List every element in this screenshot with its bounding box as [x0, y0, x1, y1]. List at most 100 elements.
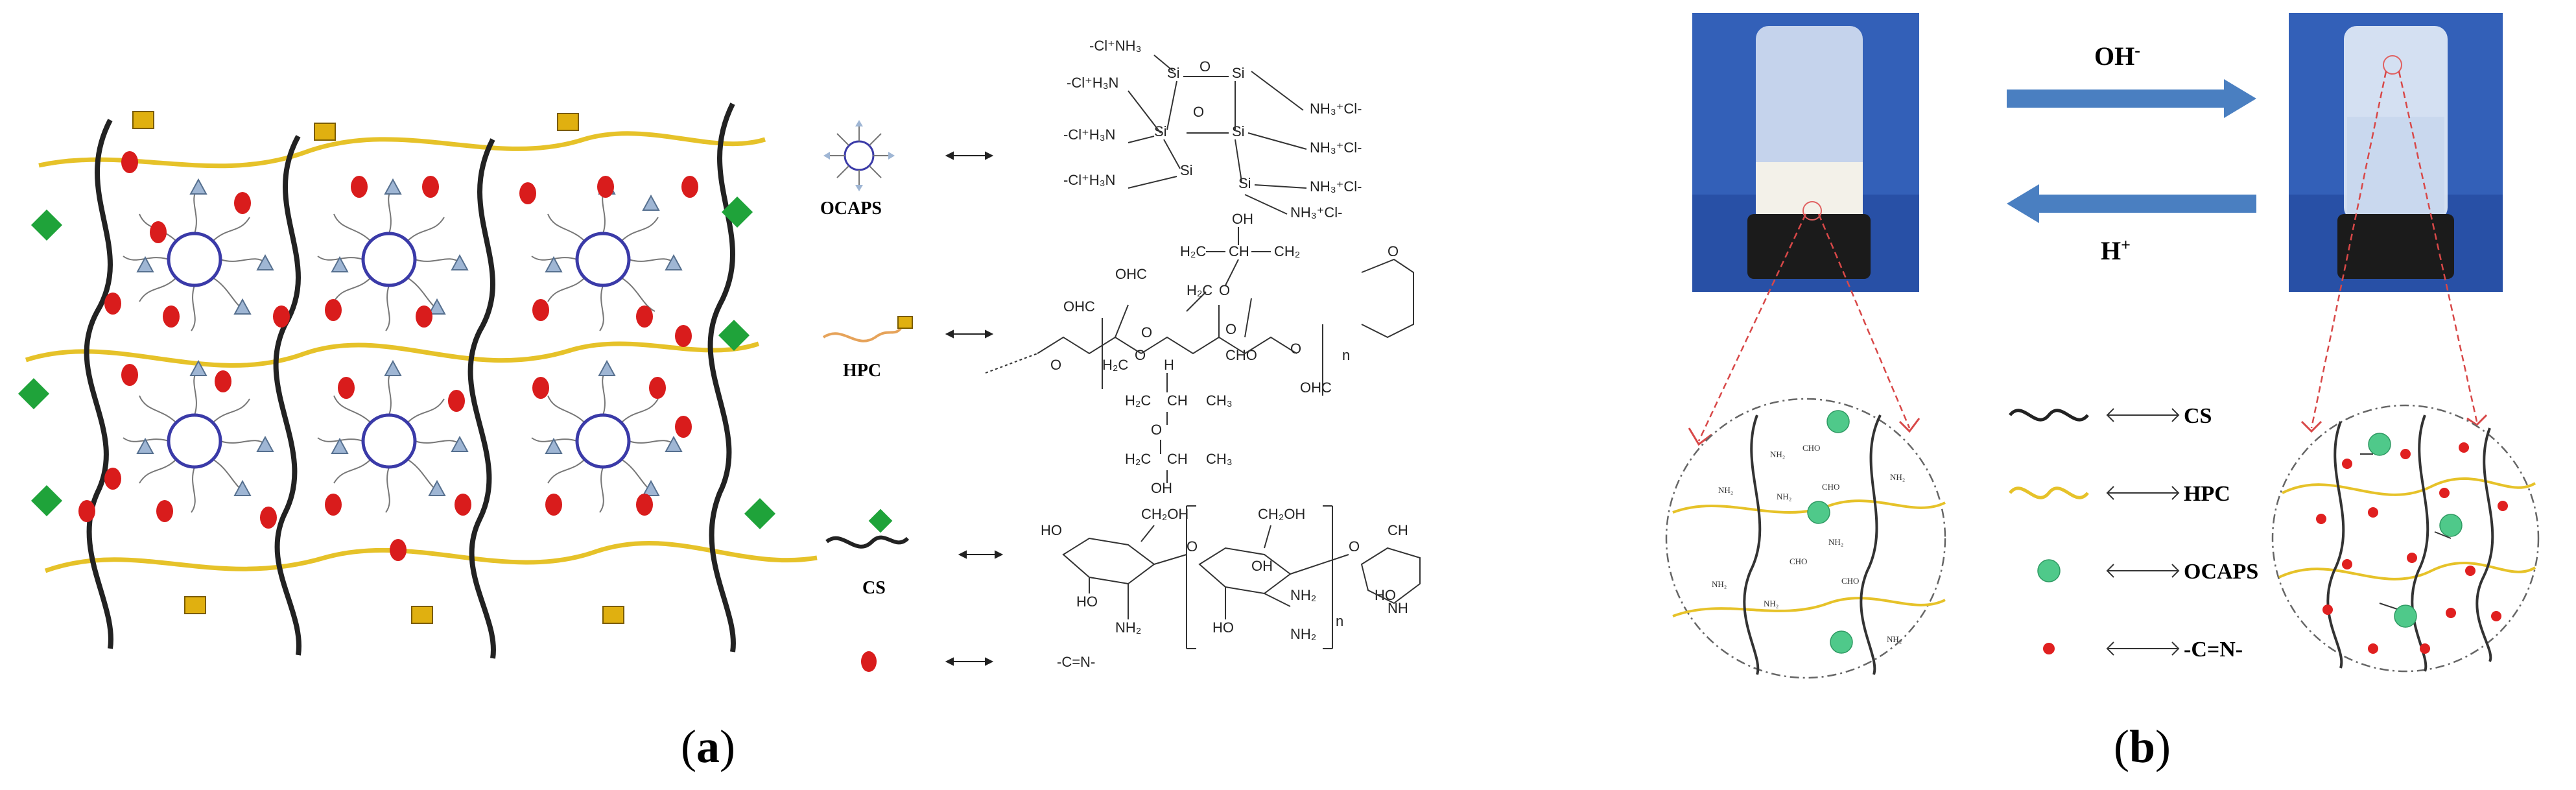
svg-text:NH₂: NH₂ — [1712, 579, 1727, 589]
sol-vial-photo — [1692, 13, 1919, 292]
ocaps-star-icon — [823, 120, 895, 191]
zoom-arrowheads — [1688, 414, 2488, 446]
svg-text:CHO: CHO — [1790, 557, 1807, 566]
caption-a: (a) — [681, 721, 735, 772]
hpc-wave-icon — [2009, 486, 2089, 499]
svg-text:CHO: CHO — [1802, 443, 1820, 453]
imine-formula: -C=N- — [1057, 654, 1095, 670]
double-arrow-icon — [945, 151, 994, 160]
double-arrow-icon — [2106, 486, 2180, 500]
legend-hpc-label-b: HPC — [2184, 482, 2230, 506]
svg-text:O: O — [1290, 341, 1301, 357]
svg-text:Si: Si — [1232, 123, 1245, 139]
svg-text:CH: CH — [1229, 243, 1249, 259]
ocaps-cluster — [531, 187, 675, 331]
svg-text:HO: HO — [1041, 522, 1062, 538]
svg-text:NH₂: NH₂ — [1718, 485, 1733, 495]
cs-wave-icon — [2009, 409, 2089, 422]
cs-chain — [467, 138, 496, 659]
svg-text:NH₂: NH₂ — [1764, 599, 1778, 608]
svg-text:-Cl⁺H₃N: -Cl⁺H₃N — [1067, 75, 1118, 91]
svg-text:OH: OH — [1251, 558, 1273, 574]
svg-text:H₂C: H₂C — [1125, 392, 1151, 409]
sol-network-circle: NH₂ CHO CHO NH₂ NH₂ CHO NH₂ CHO NH₂ NH₂ … — [1665, 398, 1946, 679]
svg-text:O: O — [1050, 357, 1061, 373]
svg-text:-Cl⁺NH₃: -Cl⁺NH₃ — [1089, 38, 1141, 54]
svg-text:NH₂: NH₂ — [1777, 492, 1791, 501]
svg-text:CH₂OH: CH₂OH — [1258, 506, 1305, 522]
transition-arrows: OH- H+ — [2007, 41, 2256, 265]
ocaps-sphere-icon — [2037, 559, 2061, 582]
double-arrow-icon — [2106, 408, 2180, 422]
svg-text:CH: CH — [1167, 392, 1188, 409]
caption-b: (b) — [2114, 721, 2171, 772]
svg-text:NH₃⁺Cl-: NH₃⁺Cl- — [1310, 178, 1362, 195]
cs-chain-icon — [825, 509, 910, 549]
svg-text:O: O — [1388, 243, 1399, 259]
svg-text:NH₃⁺Cl-: NH₃⁺Cl- — [1310, 139, 1362, 156]
cs-markers — [18, 196, 776, 530]
svg-text:HO: HO — [1076, 593, 1098, 610]
svg-text:CHO: CHO — [1841, 576, 1859, 586]
double-arrow-icon — [2106, 641, 2180, 656]
svg-text:CHO: CHO — [1822, 482, 1839, 492]
svg-text:O: O — [1219, 282, 1230, 298]
legend-cs-label: CS — [862, 578, 886, 598]
legend-ocaps-label-b: OCAPS — [2184, 560, 2258, 584]
hpc-chain — [38, 131, 766, 169]
svg-text:HO: HO — [1212, 619, 1234, 636]
panel-b-legend: CS HPC OCAPS -C=N- — [2009, 404, 2258, 662]
legend-cs-label-b: CS — [2184, 404, 2212, 428]
svg-text:O: O — [1151, 422, 1162, 438]
panel-b-diagram: OH- H+ NH₂ CHO CHO NH₂ NH₂ CHO — [1665, 13, 2540, 679]
cs-chain — [707, 102, 736, 652]
svg-text:Si: Si — [1232, 65, 1245, 81]
hpc-markers — [132, 111, 624, 624]
legend-imine: -C=N- — [861, 651, 1095, 672]
arrow-top-label: OH- — [2094, 41, 2140, 71]
svg-text:n: n — [1342, 347, 1350, 363]
svg-text:NH₂: NH₂ — [1770, 449, 1785, 459]
svg-text:OH: OH — [1232, 211, 1253, 227]
double-arrow-icon — [945, 657, 994, 666]
svg-text:OHC: OHC — [1300, 379, 1332, 396]
svg-text:H: H — [1164, 357, 1174, 373]
svg-text:O: O — [1193, 104, 1204, 120]
hpc-chain-icon — [822, 316, 913, 342]
cs-chain — [84, 119, 113, 649]
svg-text:Si: Si — [1154, 123, 1167, 139]
svg-text:NH₂: NH₂ — [1115, 619, 1141, 636]
svg-text:H₂C: H₂C — [1180, 243, 1206, 259]
svg-text:O: O — [1141, 324, 1152, 341]
zoom-lines — [1697, 71, 2478, 442]
imine-dot-icon — [2043, 643, 2055, 654]
svg-text:NH: NH — [1388, 600, 1408, 616]
svg-text:H₂C: H₂C — [1102, 357, 1128, 373]
ocaps-cluster — [123, 369, 266, 513]
gel-photos — [1692, 13, 2503, 292]
gel-vial-photo — [2289, 13, 2503, 292]
svg-text:n: n — [1336, 613, 1343, 629]
svg-text:CH₂OH: CH₂OH — [1141, 506, 1188, 522]
imine-bond-icon — [861, 651, 877, 672]
svg-text:CH₃: CH₃ — [1206, 392, 1233, 409]
svg-text:Si: Si — [1180, 162, 1193, 178]
ocaps-structure: -Cl⁺NH₃ -Cl⁺H₃N -Cl⁺H₃N -Cl⁺H₃N NH₃⁺Cl- … — [1063, 38, 1362, 221]
legend-ocaps: OCAPS -Cl⁺NH₃ -Cl⁺H₃N -Cl⁺H₃N -Cl⁺H₃N NH… — [820, 38, 1362, 221]
svg-text:CH₃: CH₃ — [1206, 451, 1233, 467]
hpc-chain — [25, 341, 760, 368]
imine-bonds — [78, 151, 698, 561]
cs-chain — [273, 135, 301, 656]
hpc-chain — [44, 541, 818, 573]
svg-text:NH₃⁺Cl-: NH₃⁺Cl- — [1290, 204, 1342, 221]
double-arrow-icon — [958, 550, 1004, 559]
svg-text:NH₂: NH₂ — [1290, 587, 1316, 603]
svg-text:CH₂: CH₂ — [1274, 243, 1300, 259]
svg-text:NH₂: NH₂ — [1887, 634, 1902, 644]
svg-text:O: O — [1135, 347, 1146, 363]
svg-text:O: O — [1225, 321, 1236, 337]
